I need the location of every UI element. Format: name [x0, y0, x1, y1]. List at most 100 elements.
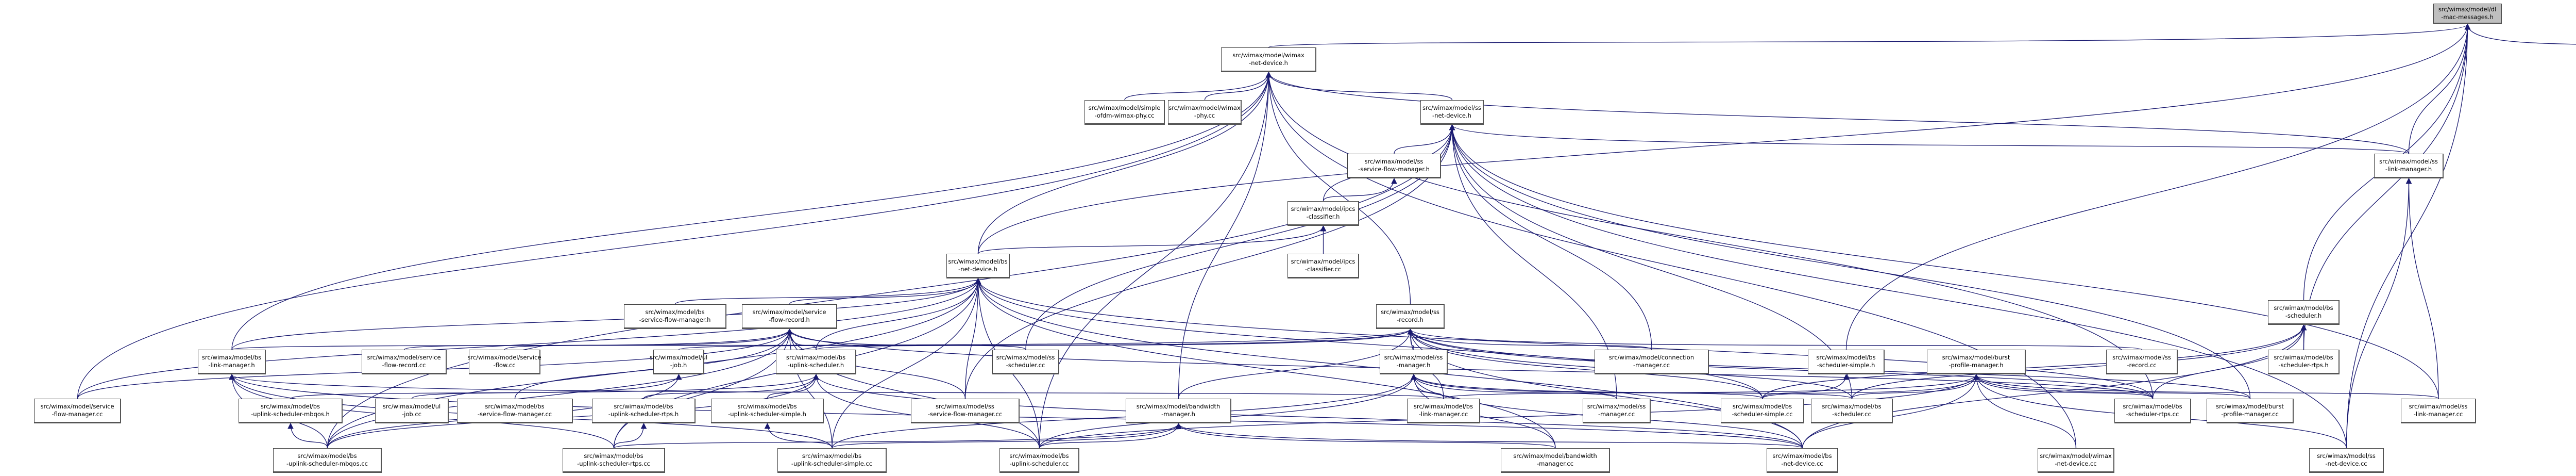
graph-node[interactable]: src/wimax/model/wimax-net-device.h	[1221, 47, 1316, 72]
graph-node[interactable]: src/wimax/model/bs-uplink-scheduler.cc	[999, 448, 1079, 473]
dependency-edge	[1268, 23, 2470, 48]
dependency-edge	[1039, 422, 1182, 449]
graph-node[interactable]: src/wimax/model/bs-scheduler.h	[2268, 300, 2340, 325]
graph-node[interactable]: src/wimax/model/ul-job.cc	[375, 399, 449, 423]
node-label-line2: -scheduler-simple.cc	[1732, 411, 1793, 418]
dependency-edge	[1411, 373, 1763, 399]
graph-node[interactable]: src/wimax/model/service-flow-record.cc	[362, 350, 447, 374]
graph-node[interactable]: src/wimax/model/bs-uplink-scheduler-mbqo…	[273, 448, 382, 473]
dependency-edge	[327, 124, 1455, 449]
dependency-edge	[1973, 373, 2251, 399]
graph-node[interactable]: src/wimax/model/service-flow-record.h	[742, 304, 837, 329]
graph-node[interactable]: src/wimax/model/ipcs-classifier.h	[1287, 201, 1359, 226]
graph-node[interactable]: src/wimax/model/wimax-net-device.cc	[2038, 448, 2114, 473]
node-label-line2: -classifier.h	[1306, 213, 1340, 220]
dependency-edge	[1265, 71, 2077, 449]
graph-node[interactable]: src/wimax/model/connection-manager.cc	[1595, 350, 1709, 374]
dependency-edge	[2346, 177, 2412, 449]
dependency-edge	[77, 71, 1272, 399]
graph-node[interactable]: src/wimax/model/bandwidth-manager.cc	[1501, 448, 1610, 473]
graph-node[interactable]: src/wimax/model/bs-uplink-scheduler.h	[776, 350, 856, 374]
node-label-line2: -service-flow-manager.h	[1358, 166, 1430, 173]
dependency-edge	[1039, 373, 1979, 449]
dependency-edge	[2303, 23, 2471, 350]
graph-node[interactable]: src/wimax/model/service-flow-manager.cc	[34, 399, 121, 423]
dependency-edge	[786, 328, 2154, 399]
node-label-line1: src/wimax/model/bs	[2123, 403, 2182, 410]
graph-node[interactable]: src/wimax/model/bandwidth-manager.h	[1126, 399, 1231, 423]
graph-node[interactable]: src/wimax/model/ss-net-device.cc	[2309, 448, 2384, 473]
node-label-line2: -scheduler.cc	[1006, 362, 1045, 369]
graph-node[interactable]: src/wimax/model/ss-scheduler.cc	[992, 350, 1059, 374]
graph-node[interactable]: src/wimax/model/bs-scheduler-simple.h	[1808, 350, 1885, 374]
node-label-line1: src/wimax/model/dl	[2438, 6, 2497, 13]
dependency-edge	[1323, 177, 1397, 202]
node-label-line1: src/wimax/model/wimax	[2040, 452, 2112, 459]
dependency-edge	[2464, 23, 2576, 45]
dependency-edge	[964, 124, 1455, 399]
graph-node[interactable]: src/wimax/model/bs-scheduler-rtps.h	[2268, 350, 2340, 374]
graph-node[interactable]: src/wimax/model/bs-link-manager.cc	[1407, 399, 1480, 423]
graph-node[interactable]: src/wimax/model/bs-link-manager.h	[198, 350, 266, 374]
graph-node[interactable]: src/wimax/model/ss-service-flow-manager.…	[1347, 154, 1441, 178]
dependency-edge	[1762, 324, 2307, 399]
dependency-edge	[1394, 124, 1455, 154]
dependency-edge	[1802, 324, 2307, 449]
dependency-edge	[975, 277, 1763, 399]
graph-node[interactable]: src/wimax/model/ss-service-flow-manager.…	[911, 399, 1020, 423]
graph-node[interactable]: src/wimax/model/bs-net-device.cc	[1767, 448, 1838, 473]
node-label-line1: src/wimax/model/bs	[737, 403, 797, 410]
node-label-line1: src/wimax/model/ss	[2112, 354, 2171, 361]
graph-node[interactable]: src/wimax/model/simple-ofdm-wimax-phy.cc	[1084, 100, 1165, 125]
node-label-line1: src/wimax/model/bs	[485, 403, 545, 410]
dependency-edge	[1411, 373, 1617, 399]
graph-node[interactable]: src/wimax/model/ss-net-device.h	[1420, 100, 1484, 125]
graph-node[interactable]: src/wimax/model/bs-uplink-scheduler-rtps…	[563, 448, 665, 473]
graph-node[interactable]: src/wimax/model/ss-manager.h	[1380, 350, 1448, 374]
dependency-edge	[1449, 124, 2347, 449]
dependency-edge	[1411, 373, 1444, 399]
graph-node[interactable]: src/wimax/model/bs-uplink-scheduler-simp…	[777, 448, 887, 473]
graph-node[interactable]: src/wimax/model/bs-scheduler-simple.cc	[1721, 399, 1804, 423]
graph-node[interactable]: src/wimax/model/wimax-phy.cc	[1168, 100, 1242, 125]
graph-node[interactable]: src/wimax/model/bs-scheduler.cc	[1811, 399, 1893, 423]
node-label-line2: -scheduler-rtps.h	[2278, 362, 2329, 369]
graph-node[interactable]: src/wimax/model/bs-net-device.h	[946, 254, 1010, 278]
graph-node[interactable]: src/wimax/model/burst-profile-manager.h	[1927, 350, 2026, 374]
graph-node[interactable]: src/wimax/model/ipcs-classifier.cc	[1287, 254, 1359, 278]
graph-node[interactable]: src/wimax/model/bs-service-flow-manager.…	[624, 304, 726, 329]
node-label-line1: src/wimax/model/connection	[1608, 354, 1694, 361]
graph-node[interactable]: src/wimax/model/ss-link-manager.cc	[2401, 399, 2476, 423]
dependency-edge	[1411, 373, 1853, 399]
dependency-edge	[1178, 71, 1272, 399]
node-label-line1: src/wimax/model/bs	[2274, 354, 2333, 361]
node-label-line1: src/wimax/model/bs	[948, 258, 1008, 265]
node-label-line1: src/wimax/model/ipcs	[1291, 258, 1355, 265]
node-label-line2: -manager.cc	[1598, 411, 1635, 418]
graph-node[interactable]: src/wimax/model/bs-uplink-scheduler-mbqo…	[239, 399, 343, 423]
dependency-edge	[1407, 328, 1763, 399]
graph-node[interactable]: src/wimax/model/ss-record.cc	[2106, 350, 2178, 374]
node-label-line1: src/wimax/model/bs	[1009, 452, 1069, 459]
dependency-edge	[2346, 23, 2471, 449]
dependency-edge	[832, 277, 981, 449]
node-label-line2: -net-device.cc	[2325, 460, 2367, 467]
graph-node[interactable]: src/wimax/model/bs-scheduler-rtps.cc	[2114, 399, 2191, 423]
graph-node[interactable]: src/wimax/model/ss-record.h	[1376, 304, 1445, 329]
graph-node[interactable]: src/wimax/model/bs-service-flow-manager.…	[457, 399, 573, 423]
dependency-edge	[786, 328, 1040, 449]
graph-node[interactable]: src/wimax/model/ss-manager.cc	[1583, 399, 1651, 423]
graph-node[interactable]: src/wimax/model/ul-job.h	[649, 350, 708, 374]
graph-node[interactable]: src/wimax/model/service-flow.cc	[467, 350, 541, 374]
graph-node[interactable]: src/wimax/model/ss-link-manager.h	[2374, 154, 2444, 178]
node-label-line2: -manager.h	[1396, 362, 1431, 369]
node-label-line2: -service-flow-manager.cc	[927, 411, 1003, 418]
node-label-line1: src/wimax/model/ul	[649, 354, 708, 361]
node-label-line2: -flow-record.cc	[382, 362, 426, 369]
node-label-line2: -classifier.cc	[1304, 266, 1342, 273]
graph-node[interactable]: src/wimax/model/bs-uplink-scheduler-rtps…	[592, 399, 696, 423]
graph-node[interactable]: src/wimax/model/burst-profile-manager.cc	[2207, 399, 2294, 423]
graph-node[interactable]: src/wimax/model/bs-uplink-scheduler-simp…	[711, 399, 824, 423]
dependency-edge	[767, 373, 819, 399]
